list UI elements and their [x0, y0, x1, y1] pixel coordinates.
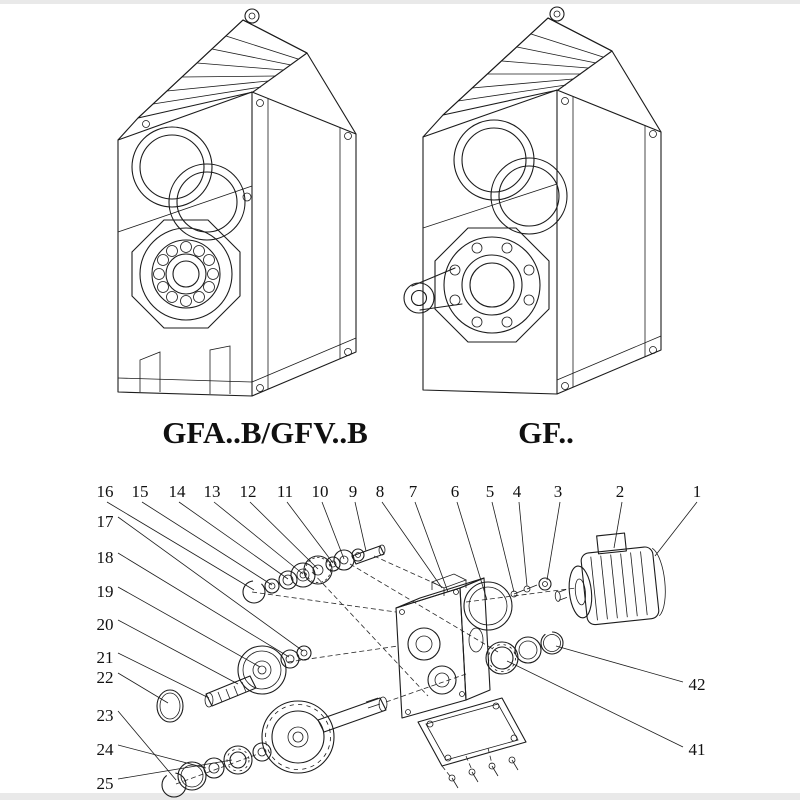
callout-number: 24: [97, 740, 115, 759]
bolts: [448, 756, 519, 789]
bolt-hole: [344, 132, 352, 140]
callout-number: 8: [376, 482, 385, 501]
bolt-hole: [344, 348, 352, 356]
top-boss: [244, 8, 260, 24]
leader-lines: [106, 501, 698, 781]
mounting-plate: [417, 697, 527, 789]
gearcase-housing: [395, 573, 491, 719]
right-model-label: GF..: [518, 415, 574, 450]
bearing-balls: [226, 748, 250, 772]
bearing-seal-parts: [485, 631, 564, 675]
callout-number: 10: [312, 482, 329, 501]
bolt-hole: [242, 192, 252, 202]
callout-number: 12: [240, 482, 257, 501]
bearing-balls: [488, 644, 516, 672]
intermediate-gear-parts: [156, 645, 312, 723]
top-boss: [549, 6, 565, 22]
left-reducer-drawing: [117, 8, 357, 397]
circlip: [242, 580, 266, 604]
exploded-view: 16 15 14 13 12 11 10 9 8 7 6 5 4 3 2 1 1…: [97, 482, 706, 798]
callout-number: 14: [169, 482, 187, 501]
callout-number: 2: [616, 482, 625, 501]
gasket-and-screws: [463, 577, 552, 631]
callout-number: 18: [97, 548, 114, 567]
page-edge-bottom: [0, 793, 800, 800]
callout-number: 3: [554, 482, 563, 501]
intermediate-shaft: [205, 675, 257, 707]
circlip: [161, 772, 187, 798]
bolt-hole: [142, 120, 150, 128]
motor: [554, 532, 666, 626]
callout-numbers: 16 15 14 13 12 11 10 9 8 7 6 5 4 3 2 1 1…: [97, 482, 706, 793]
callout-number: 42: [689, 675, 706, 694]
o-ring: [156, 689, 184, 723]
callout-number: 22: [97, 668, 114, 687]
gear-teeth: [265, 704, 331, 770]
callout-number: 25: [97, 774, 114, 793]
output-shaft-parts: [161, 696, 388, 798]
callout-number: 20: [97, 615, 114, 634]
callout-number: 6: [451, 482, 460, 501]
callout-number: 15: [132, 482, 149, 501]
assembly-axis-lines: [175, 555, 577, 785]
callout-number: 5: [486, 482, 495, 501]
cooling-fins: [442, 17, 613, 116]
callout-number: 17: [97, 512, 115, 531]
callout-number: 41: [689, 740, 706, 759]
foot: [139, 351, 161, 392]
callout-number: 1: [693, 482, 702, 501]
callout-number: 23: [97, 706, 114, 725]
callout-number: 19: [97, 582, 114, 601]
callout-number: 21: [97, 648, 114, 667]
bolt-hole: [649, 130, 657, 138]
output-shaft: [317, 697, 387, 733]
bolt-hole: [256, 384, 264, 392]
output-flange-shaft: [403, 227, 550, 343]
cooling-fins: [137, 19, 308, 119]
bolt-hole: [256, 99, 264, 107]
bolt-hole: [561, 382, 569, 390]
output-bearing: [131, 219, 241, 329]
bolt-hole: [561, 97, 569, 105]
page-edge-top: [0, 0, 800, 4]
callout-number: 4: [513, 482, 522, 501]
callout-number: 7: [409, 482, 418, 501]
terminal-box: [596, 532, 627, 555]
right-reducer-drawing: [403, 6, 662, 395]
gear-bores: [453, 119, 568, 235]
foot: [209, 345, 231, 394]
callout-number: 11: [277, 482, 293, 501]
callout-number: 9: [349, 482, 358, 501]
callout-number: 13: [204, 482, 221, 501]
left-model-label: GFA..B/GFV..B: [162, 415, 368, 450]
snap-ring: [540, 631, 564, 655]
input-shaft-parts: [242, 544, 386, 604]
gear-bores: [131, 126, 246, 241]
callout-number: 16: [97, 482, 114, 501]
bolt-hole: [649, 346, 657, 354]
